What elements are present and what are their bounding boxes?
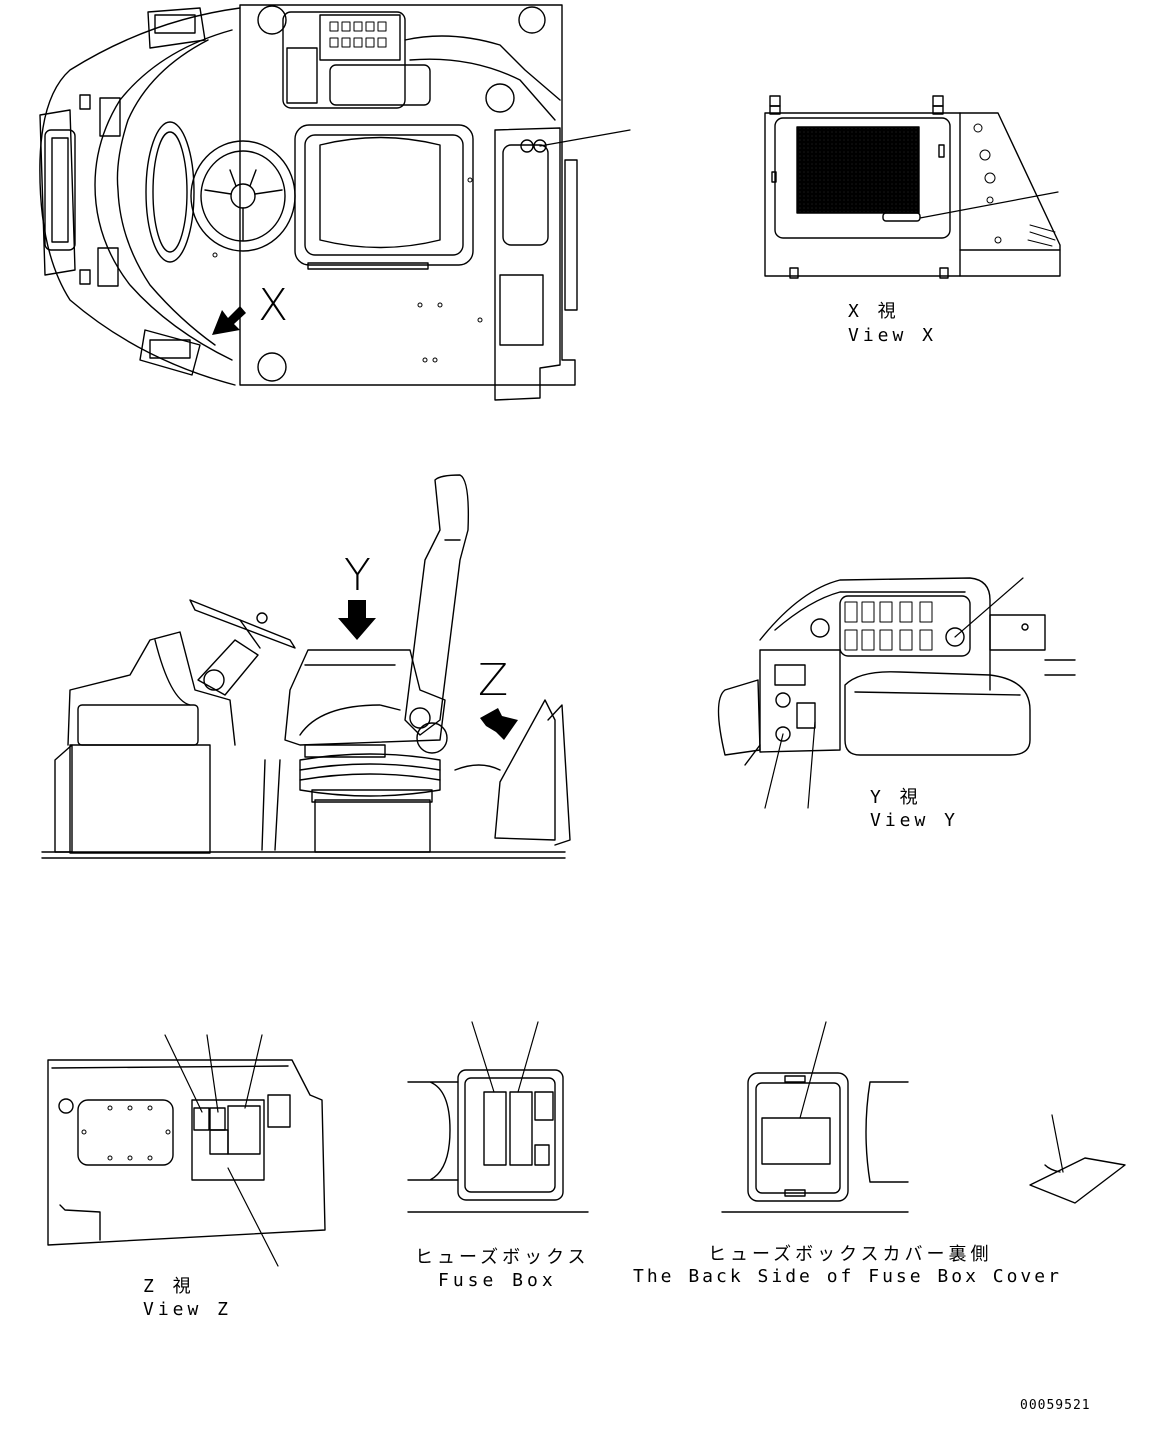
view-y-drawing (717, 577, 1076, 809)
fuse-box-drawing (407, 1021, 589, 1213)
view-y-caption-en: View Y (870, 810, 960, 831)
document-number: 00059521 (1020, 1398, 1091, 1413)
arrow-label-z: Z (478, 655, 509, 706)
fuse-box-cover-drawing (721, 1021, 909, 1213)
arrow-label-x: X (258, 280, 289, 331)
view-x-caption-jp: X 視 (848, 301, 900, 322)
view-z-caption-jp: Z 視 (143, 1276, 195, 1297)
view-x-arrow (212, 306, 246, 335)
fuse-box-caption-jp: ヒューズボックス (415, 1247, 590, 1268)
view-z-drawing (47, 1034, 326, 1267)
view-x-caption-en: View X (848, 325, 938, 346)
view-z-caption-en: View Z (143, 1299, 233, 1320)
arrow-label-y: Y (344, 550, 371, 601)
fuse-box-cover-caption-jp: ヒューズボックスカバー裏側 (708, 1244, 993, 1265)
fuse-box-cover-caption-en: The Back Side of Fuse Box Cover (633, 1266, 1062, 1287)
fuse-box-caption-en: Fuse Box (438, 1270, 557, 1291)
view-y-caption-jp: Y 視 (870, 787, 922, 808)
top-view-cab (39, 4, 631, 401)
view-x-drawing (764, 95, 1061, 279)
side-view-cab (41, 474, 571, 859)
view-z-arrow (480, 708, 518, 740)
view-y-arrow (338, 600, 376, 640)
label-sheet-drawing (1029, 1114, 1126, 1204)
